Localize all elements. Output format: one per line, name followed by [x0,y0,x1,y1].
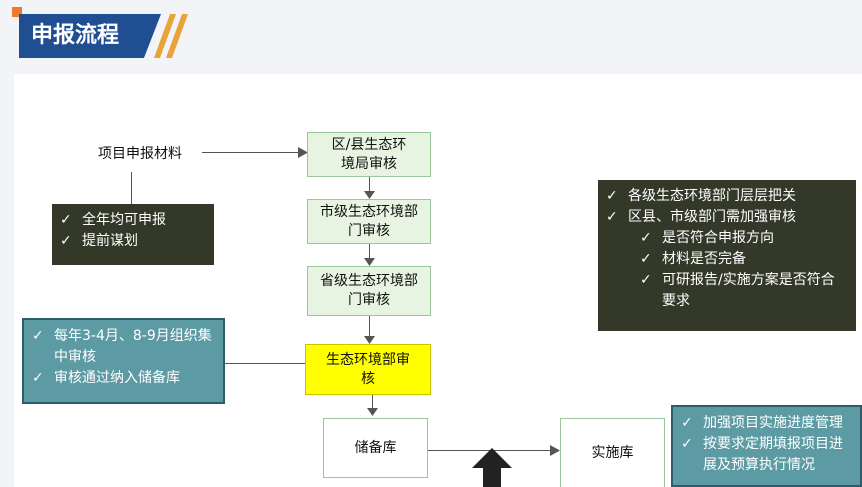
arrowhead [298,147,308,158]
note-text: 区县、市级部门需加强审核 [628,209,796,225]
flow-step-label: 生态环境部审核 [326,351,410,387]
flow-step-city: 市级生态环境部门审核 [307,199,431,244]
arrowhead [364,191,375,199]
check-icon: ✓ [640,230,652,246]
connector-step2-step3 [369,244,370,262]
reserve-library-label: 储备库 [354,439,397,456]
note-text: 全年均可申报 [82,212,166,228]
reserve-library-box: 储备库 [323,418,428,478]
note-text: 可研报告/实施方案是否符合要求 [662,272,835,309]
connector-review-note-to-step4 [225,363,305,364]
connector-step3-step4 [369,316,370,340]
note-item: ✓ 审核通过纳入储备库 [32,368,215,389]
note-text: 加强项目实施进度管理 [703,415,843,431]
check-icon: ✓ [60,212,72,228]
note-implementation: ✓ 加强项目实施进度管理 ✓ 按要求定期填报项目进展及预算执行情况 [671,405,862,487]
note-text: 是否符合申报方向 [662,230,774,246]
note-item: ✓ 加强项目实施进度管理 [681,413,852,434]
source-materials-box: 项目申报材料 [80,138,200,170]
arrowhead [550,445,560,456]
connector-step4-reserve [372,395,373,411]
note-item: ✓ 全年均可申报 [60,210,206,231]
arrowhead [367,408,378,416]
flow-step-county: 区/县生态环境局审核 [307,132,431,177]
arrowhead [364,336,375,344]
check-icon: ✓ [606,188,618,204]
flow-step-label: 省级生态环境部门审核 [320,273,418,308]
connector-source-to-step1 [202,152,302,153]
check-icon: ✓ [681,415,693,431]
note-item: ✓ 区县、市级部门需加强审核 [606,207,848,228]
note-text: 按要求定期填报项目进展及预算执行情况 [703,436,843,473]
flow-step-ministry: 生态环境部审核 [305,344,431,395]
flow-step-province: 省级生态环境部门审核 [307,266,431,316]
note-subitem: ✓ 可研报告/实施方案是否符合要求 [606,270,848,312]
note-item: ✓ 各级生态环境部门层层把关 [606,186,848,207]
check-icon: ✓ [60,233,72,249]
note-subitem: ✓ 是否符合申报方向 [606,228,848,249]
flow-step-label: 区/县生态环境局审核 [331,136,407,172]
note-item: ✓ 提前谋划 [60,231,206,252]
note-text: 各级生态环境部门层层把关 [628,188,796,204]
arrowhead [364,258,375,266]
page-title: 申报流程 [19,14,161,58]
note-review-schedule: ✓ 每年3-4月、8-9月组织集中审核 ✓ 审核通过纳入储备库 [22,318,225,404]
note-subitem: ✓ 材料是否完备 [606,249,848,270]
note-text: 提前谋划 [82,233,138,249]
check-icon: ✓ [606,209,618,225]
corner-square-decoration [12,7,22,17]
note-text: 审核通过纳入储备库 [54,370,180,386]
check-icon: ✓ [640,251,652,267]
check-icon: ✓ [640,272,652,288]
note-local-review: ✓ 各级生态环境部门层层把关 ✓ 区县、市级部门需加强审核 ✓ 是否符合申报方向 ✓ 材… [598,180,856,331]
implementation-library-box: 实施库 [560,418,665,487]
check-icon: ✓ [32,328,44,344]
check-icon: ✓ [681,436,693,452]
note-text: 材料是否完备 [662,251,746,267]
connector-step1-step2 [369,177,370,195]
check-icon: ✓ [32,370,44,386]
connector-source-to-apply-note [131,172,132,204]
note-text: 每年3-4月、8-9月组织集中审核 [54,328,212,365]
up-arrow-icon [472,448,512,487]
note-apply: ✓ 全年均可申报 ✓ 提前谋划 [52,204,214,265]
implementation-library-label: 实施库 [591,444,634,461]
note-item: ✓ 每年3-4月、8-9月组织集中审核 [32,326,215,368]
flow-step-label: 市级生态环境部门审核 [320,203,418,239]
note-item: ✓ 按要求定期填报项目进展及预算执行情况 [681,434,852,476]
source-materials-label: 项目申报材料 [98,145,182,162]
